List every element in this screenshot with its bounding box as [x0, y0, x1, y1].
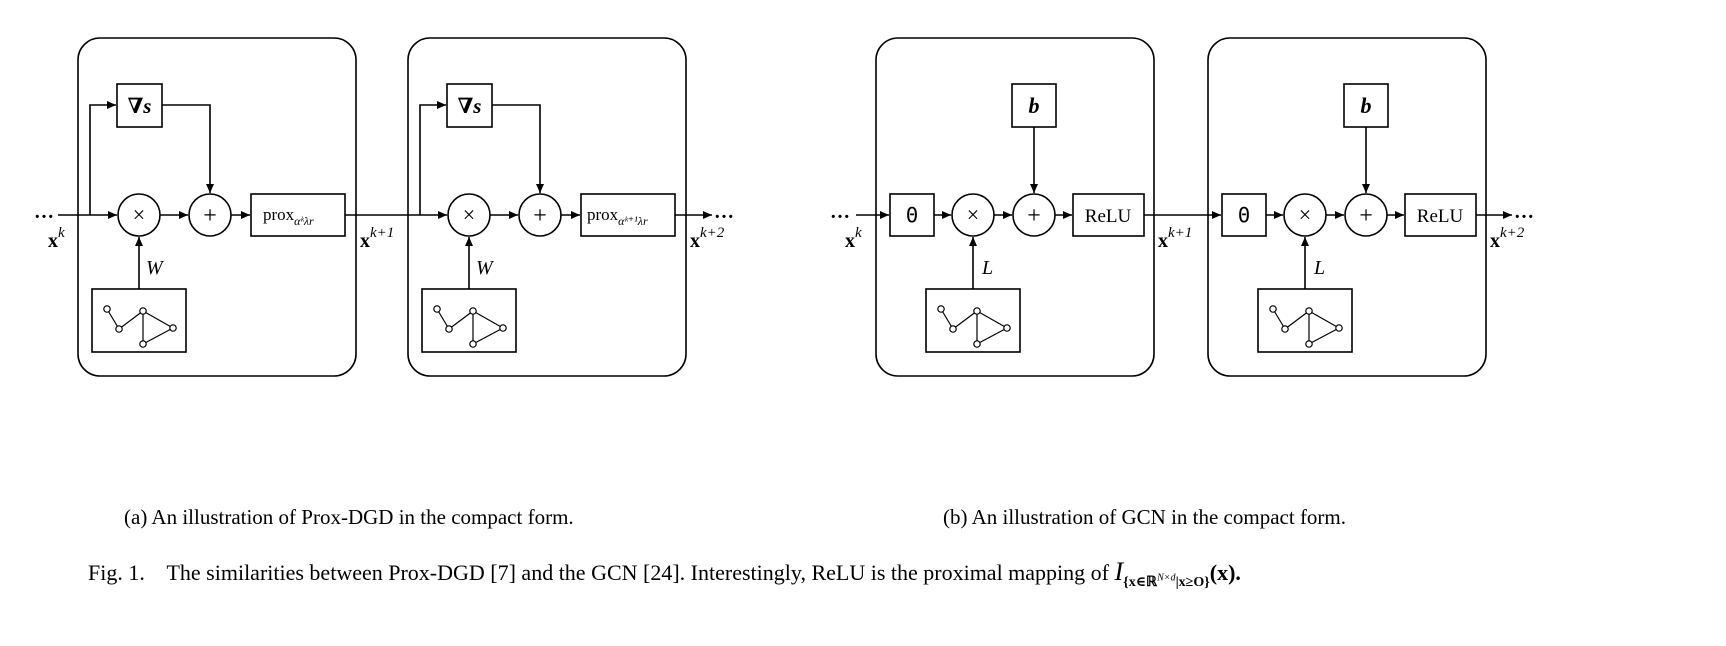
- x-k1-label-a: xk+1: [360, 225, 394, 252]
- graph-box-b2: [1257, 288, 1353, 353]
- subcaption-b: (b) An illustration of GCN in the compac…: [943, 505, 1347, 529]
- mult-symbol-a2: ×: [463, 202, 475, 227]
- prox-label-a2: proxαᵏ⁺¹λr: [587, 205, 648, 228]
- caption-math: I: [1114, 557, 1124, 586]
- caption-prefix: Fig. 1.: [88, 560, 145, 585]
- x-k2-label-a: xk+2: [690, 225, 725, 252]
- block-b2: [1207, 37, 1487, 377]
- graph-icon-b2: [1269, 305, 1343, 348]
- ellipsis-out-b: …: [1514, 201, 1534, 223]
- caption-math-sub: {x∈ℝN×d|x≥O}: [1123, 572, 1210, 590]
- x-k2-label-b: xk+2: [1490, 225, 1525, 252]
- figure-caption: Fig. 1. The similarities between Prox-DG…: [88, 557, 1241, 591]
- graph-box-a2: [421, 288, 517, 353]
- add-symbol-a2: +: [533, 203, 547, 229]
- add-symbol-b2: +: [1359, 203, 1373, 229]
- block-b1: [875, 37, 1155, 377]
- subcaption-a: (a) An illustration of Prox-DGD in the c…: [124, 505, 574, 529]
- mult-symbol-b2: ×: [1299, 202, 1311, 227]
- graph-icon-a1: [103, 305, 177, 348]
- add-symbol-a1: +: [203, 203, 217, 229]
- add-symbol-b1: +: [1027, 203, 1041, 229]
- prox-label-a1: proxαᵏλr: [263, 205, 314, 228]
- theta-label-b1: Θ: [906, 203, 918, 227]
- panel-a-labels: ∇s ∇s × + × + proxαᵏλr proxαᵏ⁺¹λr W W … …: [34, 94, 734, 279]
- theta-label-b2: Θ: [1238, 203, 1250, 227]
- x-k-label-a: xk: [48, 225, 65, 252]
- grad-label-a2: ∇s: [458, 94, 482, 118]
- panel-a-diagram: [58, 37, 712, 377]
- ellipsis-in-a: …: [34, 201, 54, 223]
- block-a2: [407, 37, 687, 377]
- bias-label-b2: b: [1361, 93, 1372, 118]
- graph-icon-b1: [937, 305, 1011, 348]
- matrix-label-a2: W: [476, 257, 495, 279]
- grad-label-a1: ∇s: [128, 94, 152, 118]
- panel-b-labels: Θ Θ × + × + b b ReLU ReLU L L … xk xk+1 …: [830, 93, 1534, 279]
- matrix-label-b2: L: [1313, 257, 1325, 279]
- panel-b-diagram: [856, 37, 1512, 377]
- graph-box-b1: [925, 288, 1021, 353]
- ellipsis-out-a: …: [714, 201, 734, 223]
- mult-symbol-a1: ×: [133, 202, 145, 227]
- x-k1-label-b: xk+1: [1158, 225, 1192, 252]
- skip-arrow-a1: [89, 101, 116, 215]
- ellipsis-in-b: …: [830, 201, 850, 223]
- relu-label-b1: ReLU: [1085, 206, 1132, 227]
- caption-math-arg: (x).: [1209, 560, 1241, 585]
- x-k-label-b: xk: [845, 225, 862, 252]
- graph-box-a1: [91, 288, 187, 353]
- bias-label-b1: b: [1029, 93, 1040, 118]
- block-a1: [77, 37, 357, 377]
- matrix-label-b1: L: [981, 257, 993, 279]
- relu-label-b2: ReLU: [1417, 206, 1464, 227]
- grad-arrow-a2: [492, 104, 544, 193]
- caption-text: The similarities between Prox-DGD [7] an…: [166, 560, 1109, 585]
- mult-symbol-b1: ×: [967, 202, 979, 227]
- graph-icon-a2: [433, 305, 507, 348]
- skip-arrow-a2: [419, 101, 446, 215]
- matrix-label-a1: W: [146, 257, 165, 279]
- grad-arrow-a1: [162, 104, 214, 193]
